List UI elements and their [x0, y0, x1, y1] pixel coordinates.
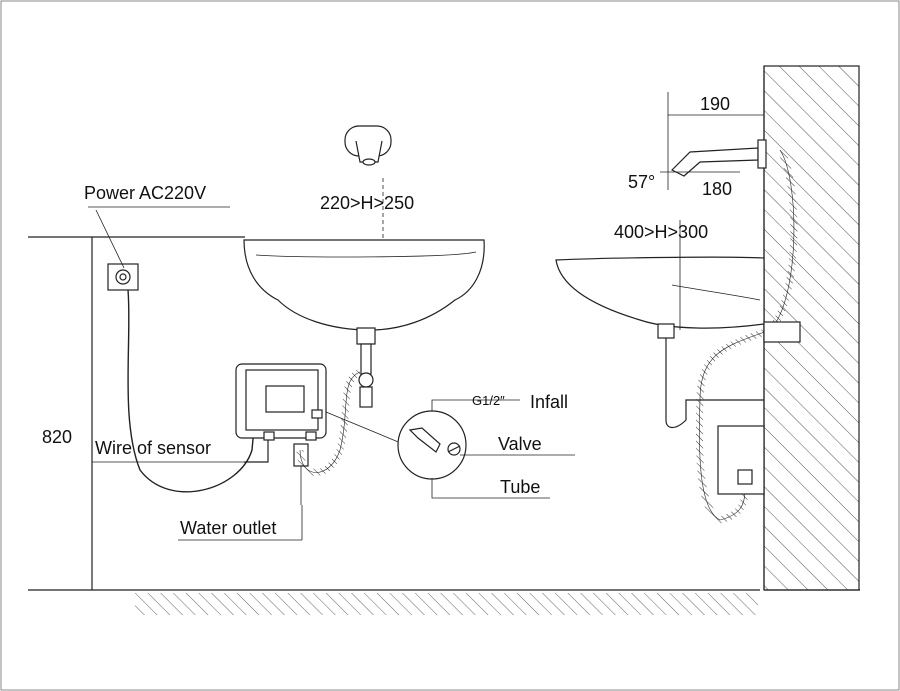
side-view — [555, 65, 860, 591]
front-view — [28, 125, 760, 615]
faucet-height-label: 220>H>250 — [320, 193, 414, 213]
thread-label: G1/2″ — [472, 393, 505, 408]
tube-label: Tube — [500, 477, 540, 497]
valve-icon — [408, 427, 461, 456]
control-box-icon — [235, 363, 327, 441]
valve-label: Valve — [498, 434, 542, 454]
power-socket-icon — [107, 263, 139, 291]
dim-180-label: 180 — [702, 179, 732, 199]
faucet-icon — [344, 125, 392, 166]
basin-height-label: 400>H>300 — [614, 222, 708, 242]
power-label: Power AC220V — [84, 183, 206, 203]
infall-label: Infall — [530, 392, 568, 412]
floor-hatch — [135, 593, 758, 615]
dim-190-label: 190 — [700, 94, 730, 114]
height-820-label: 820 — [42, 427, 72, 447]
angle-label: 57° — [628, 172, 655, 192]
wire-of-sensor-label: Wire of sensor — [95, 438, 211, 458]
water-outlet-label: Water outlet — [180, 518, 276, 538]
basin-front — [243, 239, 485, 408]
